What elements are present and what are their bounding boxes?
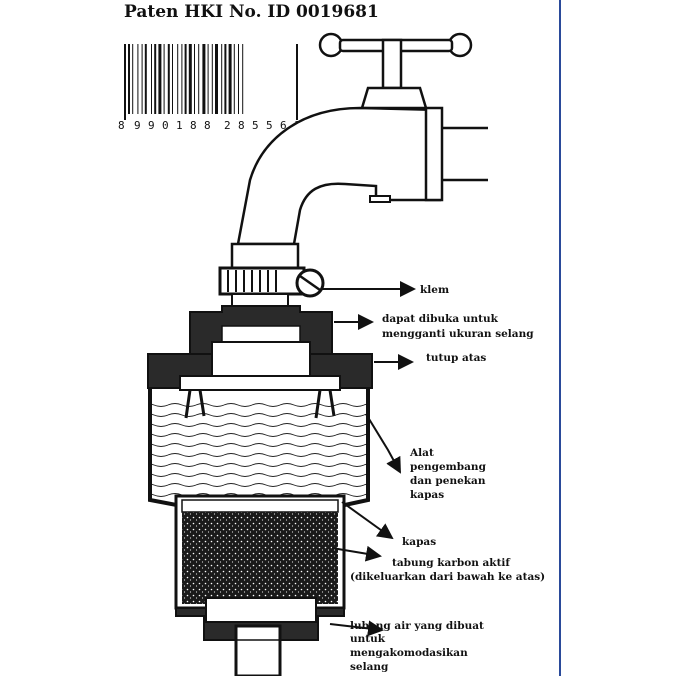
leader-expander [365,413,401,474]
barcode-digit: 8 [118,119,125,132]
barcode-bar [221,44,223,114]
barcode-digit: 5 [266,119,273,132]
label-expander-line4: kapas [410,489,444,501]
faucet-nozzle [230,242,300,270]
barcode-bar [177,44,179,114]
barcode-bar [198,44,200,114]
label-opening-line2: mengganti ukuran selang [382,328,534,340]
faucet-drip-nub [369,195,391,203]
label-expander-line3: dan penekan [410,475,486,487]
barcode-bar [188,44,192,114]
barcode [124,44,298,120]
barcode-bar [181,44,183,114]
barcode-bar [194,44,195,114]
barcode-digit: 0 [162,119,169,132]
barcode-bar [128,44,130,114]
label-hole-line1: lubang air yang dibuat [350,620,484,632]
label-carbon-line2: (dikeluarkan dari bawah ke atas) [350,571,545,583]
faucet-handle-knob-left [318,32,344,58]
barcode-bar [172,44,173,114]
label-top-cover: tutup atas [426,352,486,364]
barcode-guard-bar [296,44,298,120]
barcode-bar [202,44,206,114]
barcode-guard-bar [124,44,126,120]
hose-neck [231,293,289,307]
label-klem: klem [420,284,449,296]
barcode-digit: 5 [252,119,259,132]
label-opening-line1: dapat dibuka untuk [382,313,499,325]
barcode-digit: 8 [204,119,211,132]
barcode-bar [151,44,152,114]
barcode-bar [224,44,227,114]
label-cotton: kapas [402,536,436,548]
label-expander-line2: pengembang [410,461,487,473]
barcode-bar [167,44,170,114]
faucet-valve-top [360,86,428,110]
barcode-bar [158,44,162,114]
barcode-digit: 9 [148,119,155,132]
top-cover-opening [211,341,311,379]
barcode-digit: 9 [134,119,141,132]
patent-title: Paten HKI No. ID 0019681 [124,2,379,22]
barcode-bar [228,44,232,114]
barcode-bar [137,44,139,114]
faucet-front-plate [424,106,444,202]
leader-carbon [331,545,382,562]
barcode-digit: 2 [224,119,231,132]
activated-carbon [182,512,338,604]
barcode-digit: 1 [176,119,183,132]
faucet-body [236,106,488,246]
faucet-stem [381,38,403,90]
outlet-nozzle [234,624,282,676]
hose-clamp [218,266,325,307]
label-carbon-line1: tabung karbon aktif [392,557,511,569]
leader-cotton [341,501,394,540]
leader-hole [329,620,384,637]
barcode-bar [184,44,187,114]
barcode-bar [238,44,239,114]
barcode-bar [211,44,213,114]
barcode-digit: 6 [280,119,287,132]
faucet [230,32,488,270]
leader-lines [322,281,416,637]
label-hole-line3: mengakomodasikan [350,647,468,659]
barcode-bar [141,44,143,114]
barcode-bar [207,44,209,114]
cotton-layer [181,499,339,513]
barcode-digit: 8 [190,119,197,132]
clamp-band [218,266,306,296]
barcode-bar [154,44,157,114]
barcode-bar [144,44,147,114]
label-expander-line1: Alat [409,447,434,459]
label-hole-line4: selang [350,661,389,673]
filter-housing [147,305,373,676]
barcode-bar [132,44,134,114]
barcode-bar [233,44,235,114]
barcode-bar [163,44,165,114]
label-hole-line2: untuk [350,633,386,645]
barcode-bar [242,44,244,114]
barcode-bar [215,44,218,114]
expander-presser [179,375,341,419]
labels: klem dapat dibuka untuk mengganti ukuran… [350,284,545,673]
barcode-digit: 8 [238,119,245,132]
barcode-digits: 8990188285561 [118,119,301,132]
bottom-bore [205,597,317,623]
